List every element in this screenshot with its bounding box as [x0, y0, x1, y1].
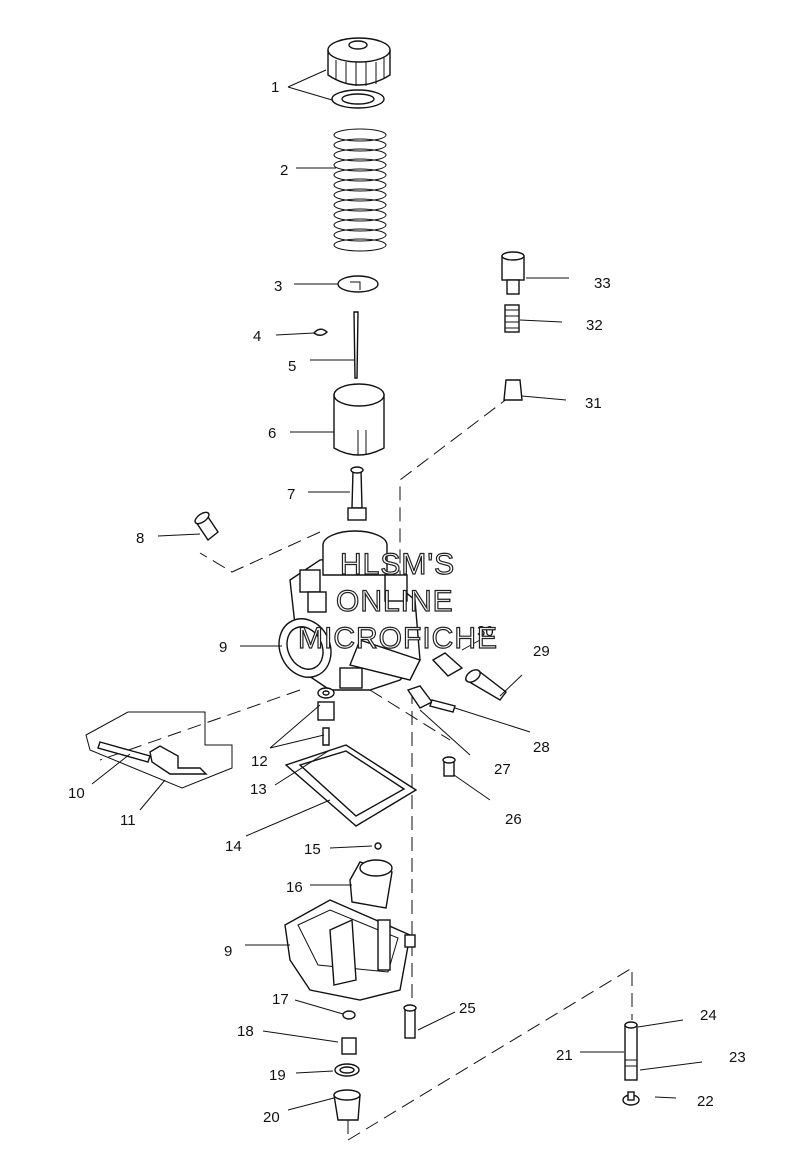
- part-21-24-pilot-jet: [622, 1021, 640, 1106]
- callout-13: 13: [250, 781, 267, 798]
- part-17-20-main-jet: [333, 1010, 361, 1121]
- callout-9-bowl: 9: [224, 943, 232, 960]
- callout-16: 16: [286, 879, 303, 896]
- part-26-screw: [442, 756, 456, 777]
- part-12-jets: [317, 687, 335, 746]
- callout-11: 11: [120, 812, 136, 829]
- part-14-gasket: [284, 744, 418, 827]
- callout-14: 14: [225, 838, 242, 855]
- callout-labels: 1 2 3 4 5 6 7 8 9 10 11 12 13 14 15 16 9…: [68, 79, 746, 1126]
- callout-25: 25: [459, 1000, 476, 1017]
- part-7-needle-jet: [347, 466, 367, 521]
- callout-33: 33: [594, 275, 611, 292]
- leader-lines: [91, 69, 703, 1111]
- callout-20: 20: [263, 1109, 280, 1126]
- callout-7: 7: [287, 486, 295, 503]
- part-27-28-mixture-screw: [406, 685, 456, 713]
- callout-18: 18: [237, 1023, 254, 1040]
- callout-31: 31: [585, 395, 602, 412]
- watermark: HLSM'S ONLINE MICROFICHE: [297, 547, 498, 655]
- callout-29: 29: [533, 643, 550, 660]
- watermark-line-3: MICROFICHE: [298, 622, 498, 655]
- callout-3: 3: [274, 278, 282, 295]
- callout-19: 19: [269, 1067, 286, 1084]
- callout-21: 21: [556, 1047, 573, 1064]
- callout-2: 2: [280, 162, 288, 179]
- part-15-16-float: [349, 842, 393, 909]
- callout-28: 28: [533, 739, 550, 756]
- callout-5: 5: [288, 358, 296, 375]
- watermark-line-1: HLSM'S: [340, 548, 455, 581]
- part-31-33-cable-adjuster: [501, 251, 525, 401]
- part-8-cap: [194, 511, 219, 542]
- part-5-needle: [353, 311, 359, 379]
- part-4-clip: [312, 328, 329, 336]
- callout-4: 4: [253, 328, 261, 345]
- watermark-line-2: ONLINE: [336, 585, 454, 618]
- callout-6: 6: [268, 425, 276, 442]
- part-9-float-bowl: [284, 899, 416, 1001]
- callout-17: 17: [272, 991, 289, 1008]
- callout-1: 1: [271, 79, 279, 96]
- callout-22: 22: [697, 1093, 714, 1110]
- callout-9-body: 9: [219, 639, 227, 656]
- callout-32: 32: [586, 317, 603, 334]
- callout-26: 26: [505, 811, 522, 828]
- part-25-screw: [403, 1004, 417, 1039]
- callout-27: 27: [494, 761, 511, 778]
- callout-23: 23: [729, 1049, 746, 1066]
- part-6-throttle-valve: [333, 383, 385, 456]
- part-2-spring: [333, 128, 387, 252]
- part-1-cap: [327, 37, 391, 109]
- part-3-retainer: [337, 275, 379, 293]
- callout-12: 12: [251, 753, 268, 770]
- part-29-30-stop-screw: [431, 652, 507, 701]
- callout-15: 15: [304, 841, 321, 858]
- callout-10: 10: [68, 785, 85, 802]
- callout-24: 24: [700, 1007, 717, 1024]
- guide-lines: [99, 394, 633, 1141]
- callout-30: 30: [477, 623, 494, 640]
- part-10-11-fuel-lines: [85, 711, 233, 789]
- callout-8: 8: [136, 530, 144, 547]
- part-9-carburetor-body: [278, 530, 421, 691]
